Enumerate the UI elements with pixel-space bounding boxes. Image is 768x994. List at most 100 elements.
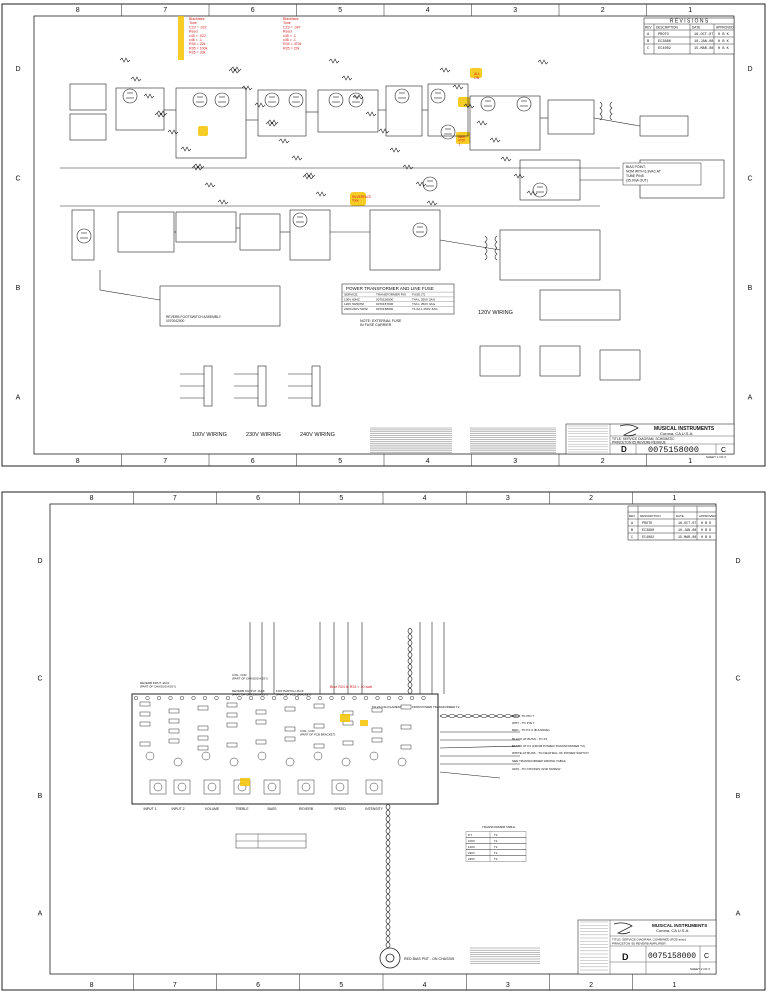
transformer-table-cell: SERVICE [344,293,358,297]
transformer-table-title: TRANSFORMER TABLE [482,825,515,829]
pcb-component [371,727,383,733]
revision-cell: H B K [701,522,712,526]
zone-col-label: 2 [589,982,593,989]
revision-header: DATE [692,26,700,30]
zone-row-label: C [747,175,752,182]
revision-header: DESCRIPTION [656,26,678,30]
revision-cell: 15-MAR-08 [694,47,713,51]
zone-row-label: A [38,910,43,917]
revision-header: APPROVED [716,26,734,30]
resistor-symbol [156,110,168,116]
drawing-title: TITLE: SERVICE DIAGRAM, COMBINED (PCB as… [612,938,686,942]
revisions-title: R E V I S I O N S [670,19,709,25]
pcb-component [255,739,267,745]
tube-symbols [76,57,549,244]
revision-cell: H B K [718,40,730,44]
title-block: MUSICAL INSTRUMENTS Corona, CA U.S.A. TI… [577,919,717,975]
vacuum-tube-symbol [412,222,428,238]
vacuum-tube-symbol [516,96,532,112]
zone-col-label: 7 [173,495,177,502]
zone-row-label: D [747,66,752,73]
revision-cell: C [647,47,649,51]
wiring-100v: 100V WIRING [192,432,227,438]
wire-label: WHT - TO PIN 7 [512,721,535,725]
circuit-linework [60,83,725,407]
zone-col-label: 2 [589,495,593,502]
revision-cell: PROTO [642,522,652,526]
bias-note-line: NOM WITH 6.3VAC AT [626,170,661,174]
connector-pad [260,695,265,701]
potentiometer [331,779,349,795]
resistor-symbol [267,119,279,125]
revision-cell: EC3880 [642,529,654,533]
zone-row-label: B [748,285,753,292]
resistor-symbol [500,156,512,162]
revision-cell: EC3880 [658,40,671,44]
vacuum-tube-symbol [292,212,308,228]
transformer-table-cell: T4A L 250V 3AG [412,297,436,301]
bias-note-line: BIAS POINT: [626,165,646,169]
vacuum-tube-symbol [192,92,208,108]
zone-col-label: 2 [601,458,605,465]
resistor-symbol [193,163,205,169]
potentiometer [203,779,221,795]
pcb-component [226,712,238,718]
resistor-symbol [389,147,401,153]
wiring-120v: 120V WIRING [478,310,513,316]
zone-col-label: 4 [423,982,427,989]
resistor-symbol [130,76,142,82]
pcb-component [313,703,325,709]
pcb-component [342,740,354,746]
connector-pad [340,695,346,701]
pcb-component [139,741,151,747]
revision-cell: EC4002 [658,47,671,51]
connector-pad [156,695,162,701]
company-name: MUSICAL INSTRUMENTS [654,426,715,432]
pcb-capacitor [285,757,295,767]
zone-row-label: B [16,285,21,292]
potentiometer [149,779,167,795]
zone-col-label: 8 [76,458,80,465]
wire-label: BLACK AT P1 (FROM POWER TRANSFORMER T2) [512,744,585,748]
revision-cell: C [631,536,633,540]
pcb-capacitor [229,757,239,767]
revision-cell: 10-JAN-08 [678,529,696,533]
highlight-mark [340,714,350,722]
wiring-240v: 240V WIRING [300,432,335,438]
control-label: REVERB [299,807,314,811]
transformer-table-title: POWER TRANSFORMER AND LINE FUSE [346,286,434,291]
zone-col-label: 6 [256,982,260,989]
pcb-component [255,719,267,725]
transformer-table-cell: 100V 60HZ [344,297,360,301]
general-notes [470,947,540,964]
jack-label: FROM POWER TRANSFORMER T2 [412,705,460,709]
control-label: SPEED [334,807,346,811]
pcb-component [197,735,209,741]
wire-label: SEE TRANSFORMER WIRING TABLE [512,759,566,763]
zone-col-label: 1 [688,7,692,14]
wire-label: RED - TO P1-3 (B ANODE) [512,728,550,732]
pcb-component [313,723,325,729]
highlight-mark [360,720,368,726]
zone-col-label: 5 [339,495,343,502]
lead-wire [439,745,521,749]
bias-ground-label: RED BIAS PNT - ON CHASSIS [404,957,455,961]
zone-col-label: 6 [256,495,260,502]
potentiometer [297,779,315,795]
pcb-component [168,738,180,744]
zone-col-label: 8 [90,982,94,989]
potentiometer [365,779,383,795]
vacuum-tube-symbol [122,88,138,104]
zone-row-label: C [37,675,42,682]
company-location: Corona, CA U.S.A. [660,431,693,436]
transformer-table-cell: 230V [468,851,475,855]
control-label: INPUT 1 [144,807,157,811]
